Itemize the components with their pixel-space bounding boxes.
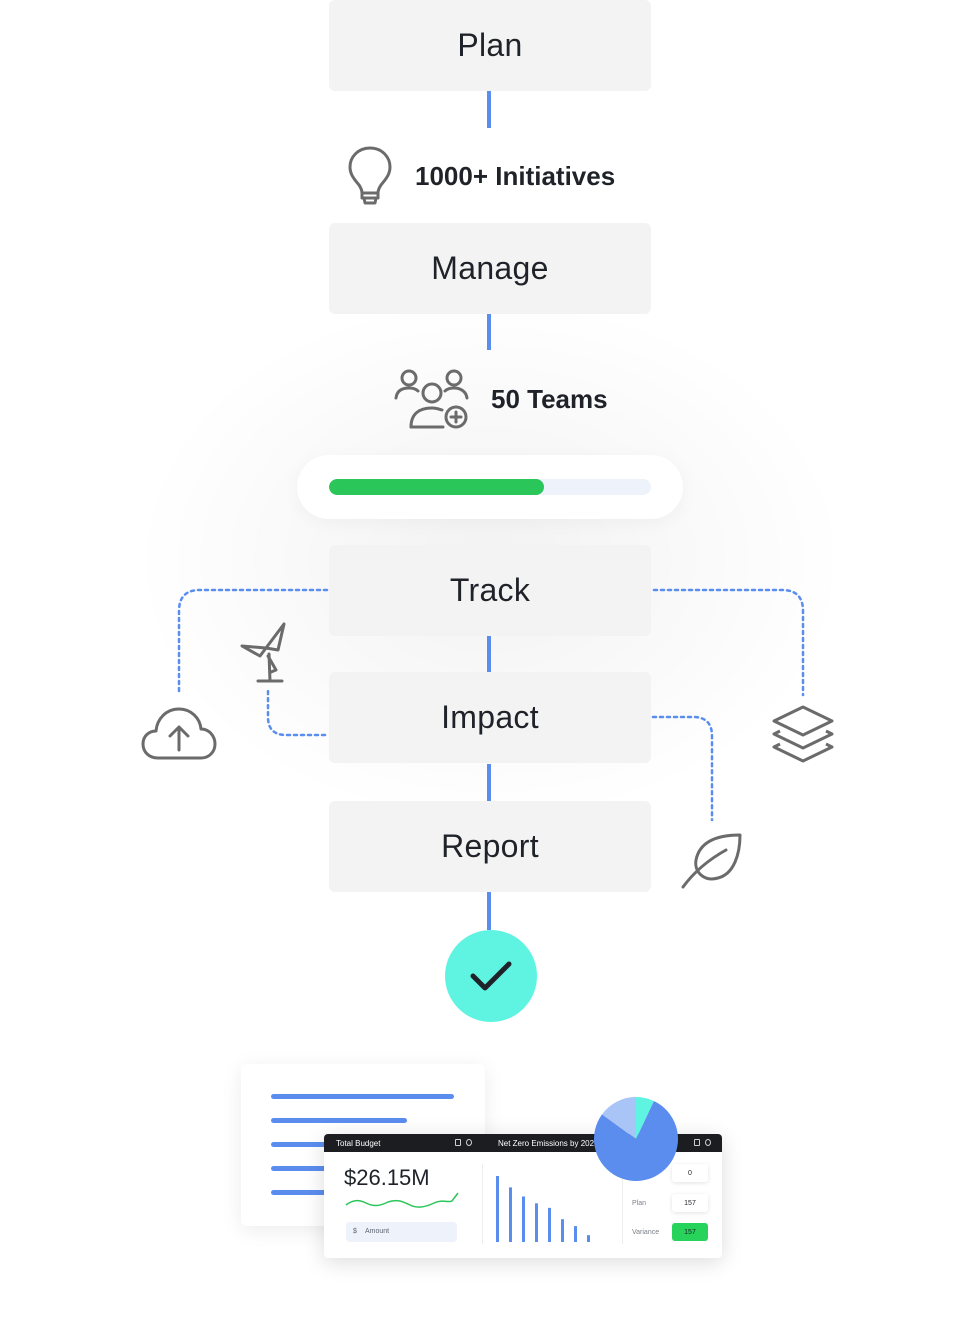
leaf-icon (680, 832, 744, 890)
stat-teams: 50 Teams (393, 368, 608, 430)
complete-check (445, 930, 537, 1022)
variance-label: Variance (632, 1229, 660, 1236)
add-team-icon (393, 368, 471, 430)
stage-plan: Plan (329, 0, 651, 91)
list-line (271, 1190, 331, 1195)
emissions-bar-chart (496, 1176, 590, 1242)
wind-turbine-icon (238, 620, 292, 684)
settings-icon[interactable] (705, 1139, 711, 1146)
cloud-upload-icon (140, 705, 218, 763)
delete-icon[interactable] (694, 1139, 700, 1146)
bar-mark (535, 1203, 538, 1242)
layers-icon (771, 704, 835, 764)
stage-impact: Impact (329, 672, 651, 763)
connector-report-check (487, 892, 491, 930)
budget-sparkline (345, 1192, 459, 1208)
bar-mark (509, 1187, 512, 1242)
bar-mark (587, 1235, 590, 1242)
stage-manage: Manage (329, 223, 651, 314)
bar-mark (548, 1207, 551, 1242)
plan-label: Plan (632, 1200, 647, 1207)
connector-plan-stat (487, 91, 491, 128)
divider (482, 1164, 483, 1244)
list-line (271, 1094, 454, 1099)
connector-track-impact (487, 636, 491, 672)
bar-mark (574, 1226, 577, 1242)
dotted-track-right (652, 588, 805, 697)
bar-mark (561, 1219, 564, 1242)
emissions-label: Net Zero Emissions by 202 (498, 1139, 595, 1148)
list-line (271, 1118, 407, 1123)
stat-teams-label: 50 Teams (491, 383, 608, 414)
progress-card (297, 455, 683, 519)
connector-impact-report (487, 764, 491, 801)
amount-label: Amount (365, 1228, 390, 1235)
stage-report: Report (329, 801, 651, 892)
stat-initiatives: 1000+ Initiatives (347, 145, 615, 207)
settings-icon[interactable] (466, 1139, 472, 1146)
stage-track: Track (329, 545, 651, 636)
amount-field[interactable]: $ Amount (346, 1222, 457, 1242)
emissions-pie-chart (594, 1097, 678, 1181)
delete-icon[interactable] (455, 1139, 461, 1146)
dollar-icon: $ (353, 1228, 357, 1235)
pie-slice (636, 1097, 654, 1139)
variance-value-box: 157 (672, 1223, 708, 1241)
stat-initiatives-label: 1000+ Initiatives (415, 160, 616, 191)
pie-slice (594, 1100, 678, 1181)
dotted-impact-right (651, 715, 714, 822)
bar-mark (496, 1176, 499, 1242)
plan-value-box: 157 (672, 1194, 708, 1212)
value-box-top: 0 (672, 1164, 708, 1182)
list-line (271, 1166, 331, 1171)
bar-mark (522, 1196, 525, 1242)
dotted-impact-left (266, 686, 327, 737)
check-icon (469, 959, 513, 993)
progress-track (329, 479, 651, 495)
dotted-track-left (177, 588, 329, 694)
pie-slice (602, 1097, 636, 1139)
total-budget-label: Total Budget (336, 1139, 381, 1148)
budget-value: $26.15M (344, 1165, 430, 1190)
divider (622, 1164, 623, 1244)
connector-manage-stat (487, 314, 491, 350)
lightbulb-icon (347, 145, 393, 207)
list-line (271, 1142, 331, 1147)
progress-fill (329, 479, 544, 495)
